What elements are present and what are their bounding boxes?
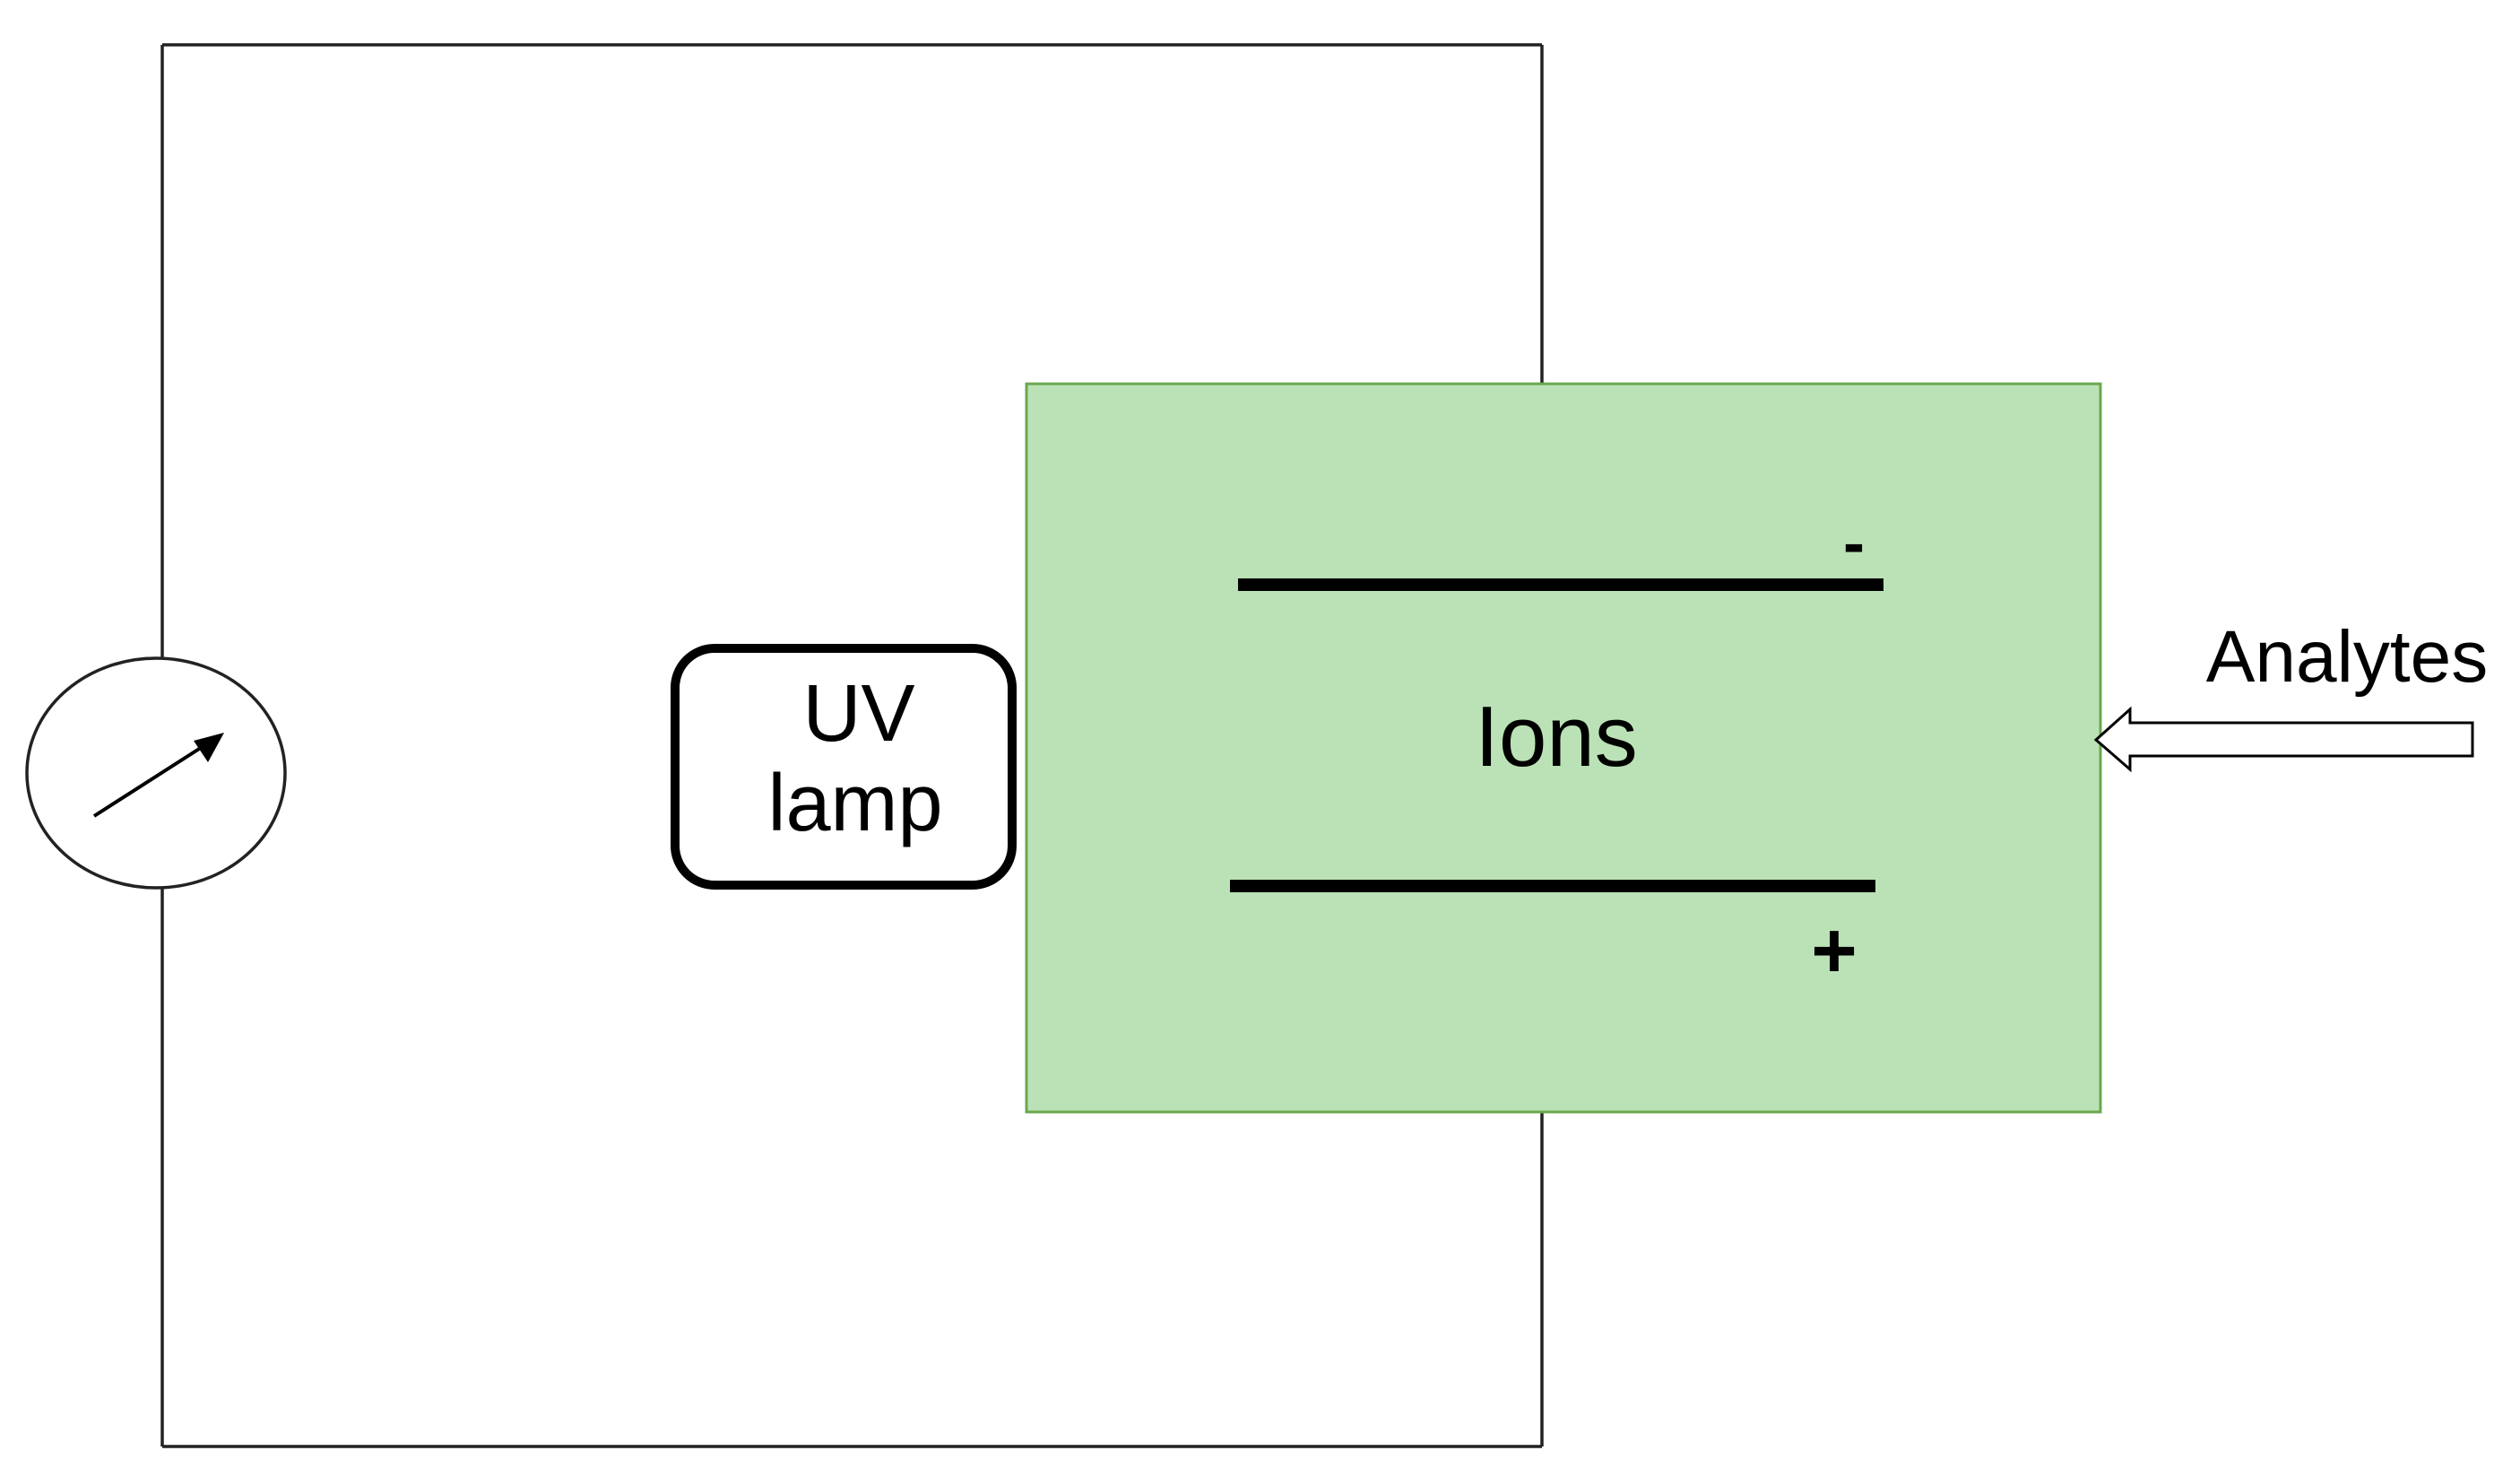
ammeter-gauge-icon <box>25 656 287 890</box>
hollow-arrow-left-icon <box>2093 706 2474 773</box>
circuit-wire <box>160 43 1544 1448</box>
ionization-chamber <box>1025 382 2102 1114</box>
ions-label: Ions <box>1475 689 1637 785</box>
uv-lamp: UV lamp <box>671 644 1017 890</box>
positive-sign: + <box>1811 906 1857 995</box>
negative-sign: - <box>1843 508 1865 579</box>
uv-lamp-label-line2: lamp <box>767 759 942 848</box>
uv-lamp-label-line1: UV <box>802 669 914 759</box>
analytes-label: Analytes <box>2206 616 2489 698</box>
